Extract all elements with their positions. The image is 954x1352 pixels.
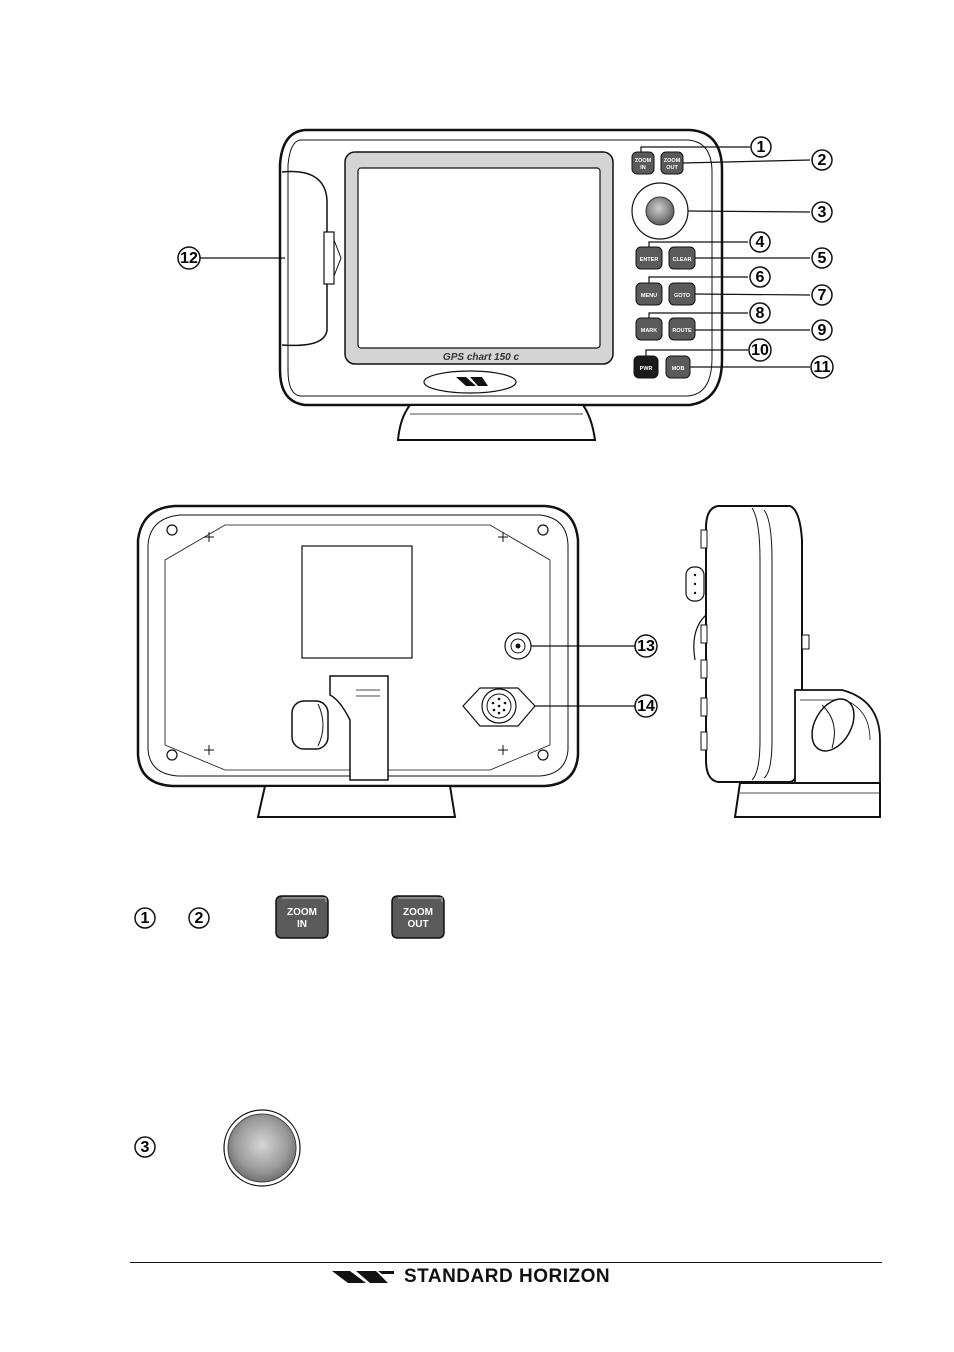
footer-rule xyxy=(130,1262,882,1263)
rear-crosshairs xyxy=(204,532,508,755)
svg-text:1: 1 xyxy=(757,139,766,156)
svg-text:OUT: OUT xyxy=(666,165,678,171)
svg-text:GOTO: GOTO xyxy=(674,293,691,299)
svg-text:6: 6 xyxy=(756,269,765,286)
key-menu[interactable]: MENU xyxy=(635,282,663,306)
brand-name: STANDARD HORIZON xyxy=(404,1266,611,1287)
detail-callout-1: 1 xyxy=(134,907,156,929)
detail-zoom-out-key: ZOOM OUT xyxy=(391,895,445,939)
svg-text:ROUTE: ROUTE xyxy=(672,328,692,334)
svg-text:MENU: MENU xyxy=(641,293,657,299)
svg-text:ZOOM: ZOOM xyxy=(664,158,681,164)
svg-text:IN: IN xyxy=(297,919,307,930)
svg-text:3: 3 xyxy=(141,1139,150,1156)
svg-text:14: 14 xyxy=(637,698,655,715)
footer-brand: STANDARD HORIZON xyxy=(332,1266,610,1288)
side-view xyxy=(685,505,881,818)
key-clear[interactable]: CLEAR xyxy=(668,246,696,270)
svg-text:5: 5 xyxy=(818,250,827,267)
screen-display xyxy=(357,167,601,349)
key-detail-zoom: 1 2 ZOOM IN ZOOM OUT xyxy=(134,895,445,939)
front-callout-8: 8 xyxy=(749,302,771,324)
front-callout-12: 12 xyxy=(177,246,201,270)
side-tilt-knob xyxy=(811,698,855,752)
svg-text:ENTER: ENTER xyxy=(640,257,659,263)
rear-bracket xyxy=(329,675,389,781)
detail-zoom-in-key: ZOOM IN xyxy=(275,895,329,939)
front-leader-lines xyxy=(200,146,811,368)
key-route[interactable]: ROUTE xyxy=(668,317,696,341)
detail-cursor-knob xyxy=(227,1113,297,1183)
rear-view: 13 14 xyxy=(136,504,658,818)
side-rear-connector xyxy=(801,634,810,650)
rear-leader-lines xyxy=(531,645,636,707)
side-cover-hinge xyxy=(693,614,707,661)
svg-text:IN: IN xyxy=(640,165,646,171)
svg-text:ZOOM: ZOOM xyxy=(403,907,433,918)
svg-text:OUT: OUT xyxy=(407,919,428,930)
key-zoom-in[interactable]: ZOOM IN xyxy=(631,151,655,175)
detail-callout-2: 2 xyxy=(188,907,210,929)
rear-label-plate xyxy=(301,545,413,659)
front-callout-6: 6 xyxy=(749,266,771,288)
side-base xyxy=(733,782,881,818)
front-view: GPS chart 150 c ZOOM IN ZOOM OUT ENTER C… xyxy=(177,128,834,441)
connector-pins xyxy=(491,697,507,715)
svg-text:7: 7 xyxy=(818,287,827,304)
svg-text:ZOOM: ZOOM xyxy=(635,158,652,164)
screen-model-label: GPS chart 150 c xyxy=(443,352,520,363)
detail-callout-3: 3 xyxy=(134,1136,156,1158)
front-callout-9: 9 xyxy=(811,319,833,341)
front-callout-3: 3 xyxy=(811,201,833,223)
front-logo-icon xyxy=(456,377,488,386)
key-detail-knob: 3 xyxy=(134,1109,301,1187)
front-callout-10: 10 xyxy=(748,338,772,362)
side-buttons xyxy=(700,529,708,751)
front-callout-1: 1 xyxy=(750,136,772,158)
cursor-knob[interactable] xyxy=(645,196,675,226)
svg-text:2: 2 xyxy=(195,910,204,927)
svg-text:11: 11 xyxy=(814,359,831,376)
front-callout-7: 7 xyxy=(811,284,833,306)
front-callout-4: 4 xyxy=(749,231,771,253)
unit-side-body xyxy=(705,505,803,783)
svg-text:12: 12 xyxy=(180,250,198,267)
front-callout-11: 11 xyxy=(810,355,834,379)
svg-text:1: 1 xyxy=(141,910,150,927)
rear-callout-14: 14 xyxy=(634,694,658,718)
front-callout-5: 5 xyxy=(811,247,833,269)
svg-text:MOB: MOB xyxy=(672,366,685,372)
svg-text:13: 13 xyxy=(637,638,655,655)
key-zoom-out[interactable]: ZOOM OUT xyxy=(660,151,684,175)
svg-text:MARK: MARK xyxy=(641,328,658,334)
key-mark[interactable]: MARK xyxy=(635,317,663,341)
rear-callout-13: 13 xyxy=(634,634,658,658)
front-callout-2: 2 xyxy=(811,149,833,171)
side-cover xyxy=(281,170,328,347)
rear-screws xyxy=(166,524,549,761)
svg-text:3: 3 xyxy=(818,204,827,221)
svg-text:2: 2 xyxy=(818,152,827,169)
svg-text:8: 8 xyxy=(756,305,765,322)
key-pwr[interactable]: PWR xyxy=(633,355,659,379)
rear-tilt-knob xyxy=(291,700,329,750)
svg-text:4: 4 xyxy=(756,234,765,251)
front-stand xyxy=(396,404,597,441)
key-goto[interactable]: GOTO xyxy=(668,282,696,306)
svg-text:10: 10 xyxy=(751,342,769,359)
svg-text:PWR: PWR xyxy=(640,366,653,372)
key-mob[interactable]: MOB xyxy=(665,355,691,379)
brand-logo-icon xyxy=(332,1271,394,1283)
svg-text:9: 9 xyxy=(818,322,827,339)
key-enter[interactable]: ENTER xyxy=(635,246,663,270)
svg-text:ZOOM: ZOOM xyxy=(287,907,317,918)
rear-stand xyxy=(256,785,457,818)
svg-text:CLEAR: CLEAR xyxy=(673,257,692,263)
